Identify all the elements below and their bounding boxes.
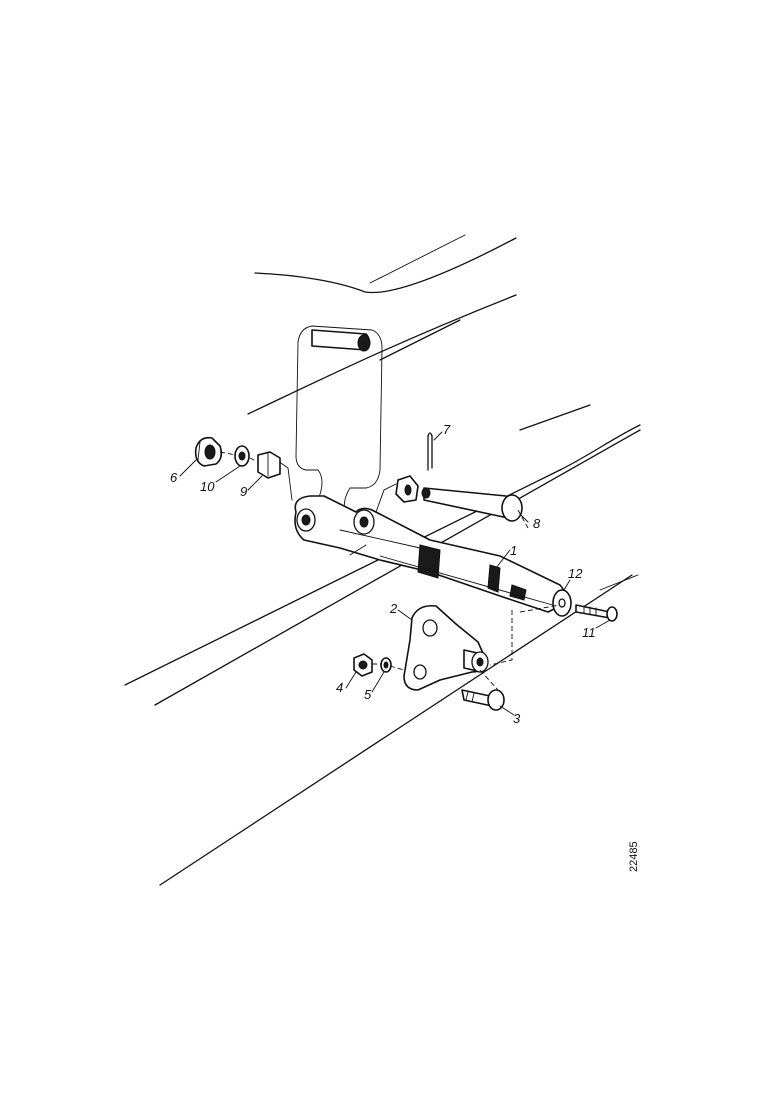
shaft-8: [421, 487, 523, 522]
callout-3: 3: [513, 711, 521, 726]
pin-bushing: [395, 475, 419, 503]
callout-9: 9: [240, 484, 247, 499]
assembly-lines: [219, 451, 561, 691]
callout-8: 8: [533, 516, 541, 531]
callout-7: 7: [443, 422, 451, 437]
mounting-bracket: [403, 604, 489, 691]
washer-5: [380, 657, 392, 673]
nut-4: [353, 653, 373, 677]
leader-lines: [179, 431, 611, 716]
callout-10: 10: [200, 479, 215, 494]
washer-10: [234, 445, 250, 467]
phantom-bracket-outline: [267, 325, 397, 516]
callout-11: 11: [582, 625, 596, 640]
bolt-3: [461, 689, 505, 711]
washer-12: [552, 589, 572, 617]
frame-outline: [124, 234, 641, 886]
callout-6: 6: [170, 470, 178, 485]
upper-bushing: [311, 329, 371, 352]
callout-5: 5: [364, 687, 372, 702]
callout-4: 4: [336, 680, 343, 695]
callout-1: 1: [510, 543, 517, 558]
callout-2: 2: [389, 601, 398, 616]
bolt-11: [575, 604, 618, 622]
pin-7: [427, 432, 433, 471]
nut-6: [194, 436, 223, 467]
drawing-number: 22485: [628, 841, 640, 872]
main-arm: [294, 495, 566, 613]
bushing-9: [257, 451, 281, 479]
callout-12: 12: [568, 566, 583, 581]
